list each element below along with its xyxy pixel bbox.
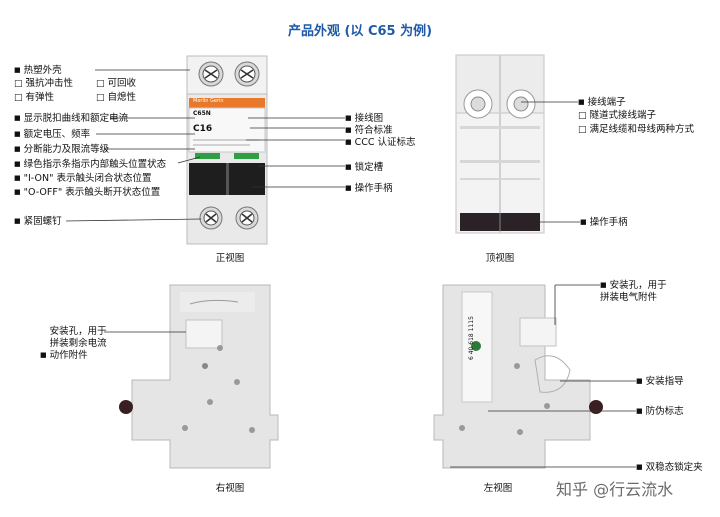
left-mounting-hole-label: 安装孔，用于拼装电气附件 <box>600 279 670 304</box>
barcode-text: 6 40 618 1115 <box>468 316 475 360</box>
watermark: 知乎 @行云流水 <box>556 476 673 500</box>
label-guide: 安装指导 <box>636 375 684 388</box>
label-anti-fake: 防伪标志 <box>636 405 684 418</box>
label-clip: 双稳态锁定夹 <box>636 461 703 474</box>
caption-left: 左视图 <box>458 480 538 494</box>
